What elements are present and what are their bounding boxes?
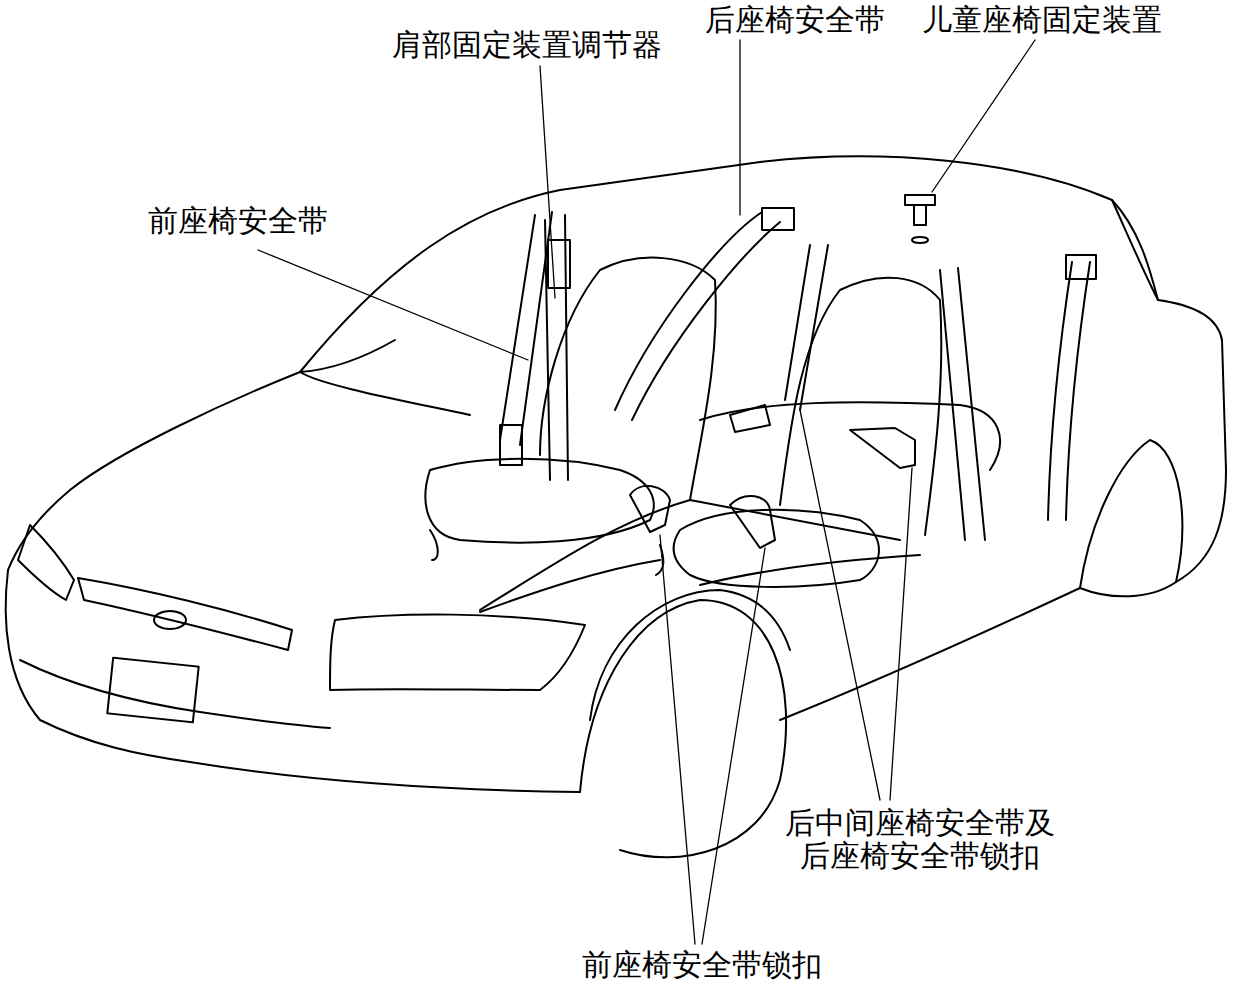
seat-rail	[430, 530, 663, 575]
part-label: 前座椅安全带	[146, 204, 330, 237]
leader-line	[932, 40, 1035, 192]
fender-line	[480, 560, 660, 612]
wheel-arch	[590, 590, 790, 720]
headlight-left	[18, 525, 74, 600]
rear-center-belt	[785, 245, 828, 410]
leader-line	[702, 548, 765, 944]
part-label: 后座椅安全带	[703, 3, 887, 36]
belt-retractor	[500, 425, 522, 465]
windshield-left	[300, 340, 395, 372]
rear-right-belt2	[1048, 262, 1090, 520]
front-buckle-left	[630, 486, 670, 532]
leader-line	[800, 410, 880, 800]
emblem	[154, 611, 186, 629]
child-anchor-washer	[912, 237, 928, 243]
part-label: 后中间座椅安全带及 后座椅安全带锁扣	[770, 806, 1070, 872]
headlight-right	[330, 615, 585, 690]
child-anchor	[905, 195, 935, 225]
hood-line	[300, 372, 470, 415]
part-label: 儿童座椅固定装置	[920, 3, 1164, 36]
license-plate	[107, 658, 198, 723]
bumper	[20, 660, 330, 728]
seats	[425, 258, 1000, 587]
rear-left-belt	[615, 212, 780, 420]
part-label: 肩部固定装置调节器	[390, 28, 664, 61]
rear-buckle-center	[730, 405, 770, 432]
part-label: 前座椅安全带锁扣	[580, 948, 824, 981]
rear-window	[1112, 200, 1158, 300]
leader-line	[890, 468, 912, 800]
front-right-seat	[673, 510, 879, 587]
leader-line	[660, 535, 695, 944]
leader-line	[258, 250, 528, 360]
side-sill	[780, 588, 1080, 720]
rear-buckle-right	[850, 428, 915, 468]
door-line	[700, 555, 920, 585]
hood	[8, 372, 300, 570]
leader-line	[739, 40, 740, 215]
front-right-seatback	[780, 278, 941, 535]
rear-wheel	[1080, 440, 1182, 596]
rear-right-belt	[940, 268, 985, 540]
car-body	[6, 156, 1226, 857]
grille	[78, 578, 292, 650]
rear-belt-anchor	[762, 208, 794, 230]
leader-line	[540, 66, 555, 298]
rear-anchor	[1066, 255, 1096, 279]
roof-line	[300, 156, 1226, 582]
front-belt	[500, 212, 552, 445]
front-wheel	[580, 600, 786, 857]
belts	[500, 195, 1096, 548]
front-fender	[190, 762, 580, 792]
front-left-seat	[425, 459, 653, 543]
front-buckle-right	[730, 496, 775, 548]
